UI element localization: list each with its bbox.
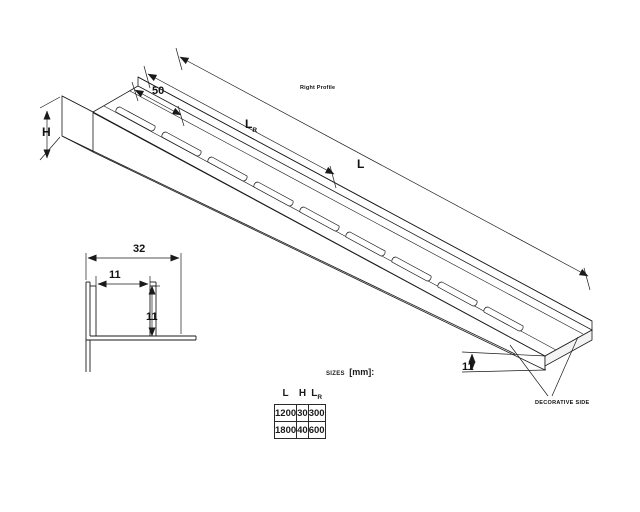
table-cell-H: 30 bbox=[296, 404, 309, 422]
table-header-LR: LR bbox=[311, 388, 323, 401]
profile-vertical-face bbox=[61, 95, 546, 371]
table-cell-L: 1200 bbox=[273, 404, 298, 422]
dimension-label-end-11: 11 bbox=[462, 361, 474, 373]
dimension-section-height-11 bbox=[148, 285, 160, 337]
dimension-label-L: L bbox=[357, 157, 365, 171]
sizes-table: L H LR 1200 30 300 1800 40 600 bbox=[273, 388, 326, 439]
dimension-label-section-inner-11: 11 bbox=[109, 269, 121, 281]
table-row: 1800 40 600 bbox=[273, 421, 326, 439]
dimension-section-width-32 bbox=[85, 253, 182, 334]
cross-section-view bbox=[85, 281, 197, 372]
dimension-section-inner-width-11 bbox=[95, 276, 151, 288]
dimension-height-H bbox=[39, 96, 61, 161]
sizes-caption-word: SIZES bbox=[326, 371, 345, 377]
dimension-label-LR: LR bbox=[245, 116, 257, 135]
dimension-label-section-height-11: 11 bbox=[146, 311, 158, 323]
profile-right-end bbox=[544, 329, 593, 370]
right-profile-note: Right Profile bbox=[300, 85, 336, 91]
decorative-side-note: DECORATIVE SIDE bbox=[535, 400, 590, 406]
table-header-H: H bbox=[298, 388, 307, 399]
dimension-label-H: H bbox=[42, 125, 51, 139]
isometric-profile-view bbox=[61, 76, 593, 371]
profile-top-flange bbox=[92, 76, 593, 357]
dimension-label-LR-base: L bbox=[245, 117, 253, 131]
dimension-total-length-L bbox=[175, 47, 591, 291]
table-cell-H: 40 bbox=[296, 421, 309, 439]
table-cell-LR: 300 bbox=[307, 404, 326, 422]
table-header-L: L bbox=[282, 388, 289, 399]
sizes-caption-unit: [mm]: bbox=[349, 367, 375, 377]
decorative-side-leaders bbox=[509, 336, 579, 397]
sizes-caption: SIZES [mm]: bbox=[326, 362, 374, 380]
table-cell-L: 1800 bbox=[273, 421, 298, 439]
dimension-label-pitch-50: 50 bbox=[152, 85, 165, 97]
table-row: 1200 30 300 bbox=[273, 404, 326, 422]
dimension-label-LR-subscript: R bbox=[252, 127, 258, 135]
perforation-slots bbox=[115, 106, 524, 332]
table-header-row: L H LR bbox=[275, 388, 326, 405]
table-cell-LR: 600 bbox=[307, 421, 326, 439]
dimension-label-section-width-32: 32 bbox=[133, 243, 146, 255]
dimension-end-height-11 bbox=[461, 351, 547, 373]
